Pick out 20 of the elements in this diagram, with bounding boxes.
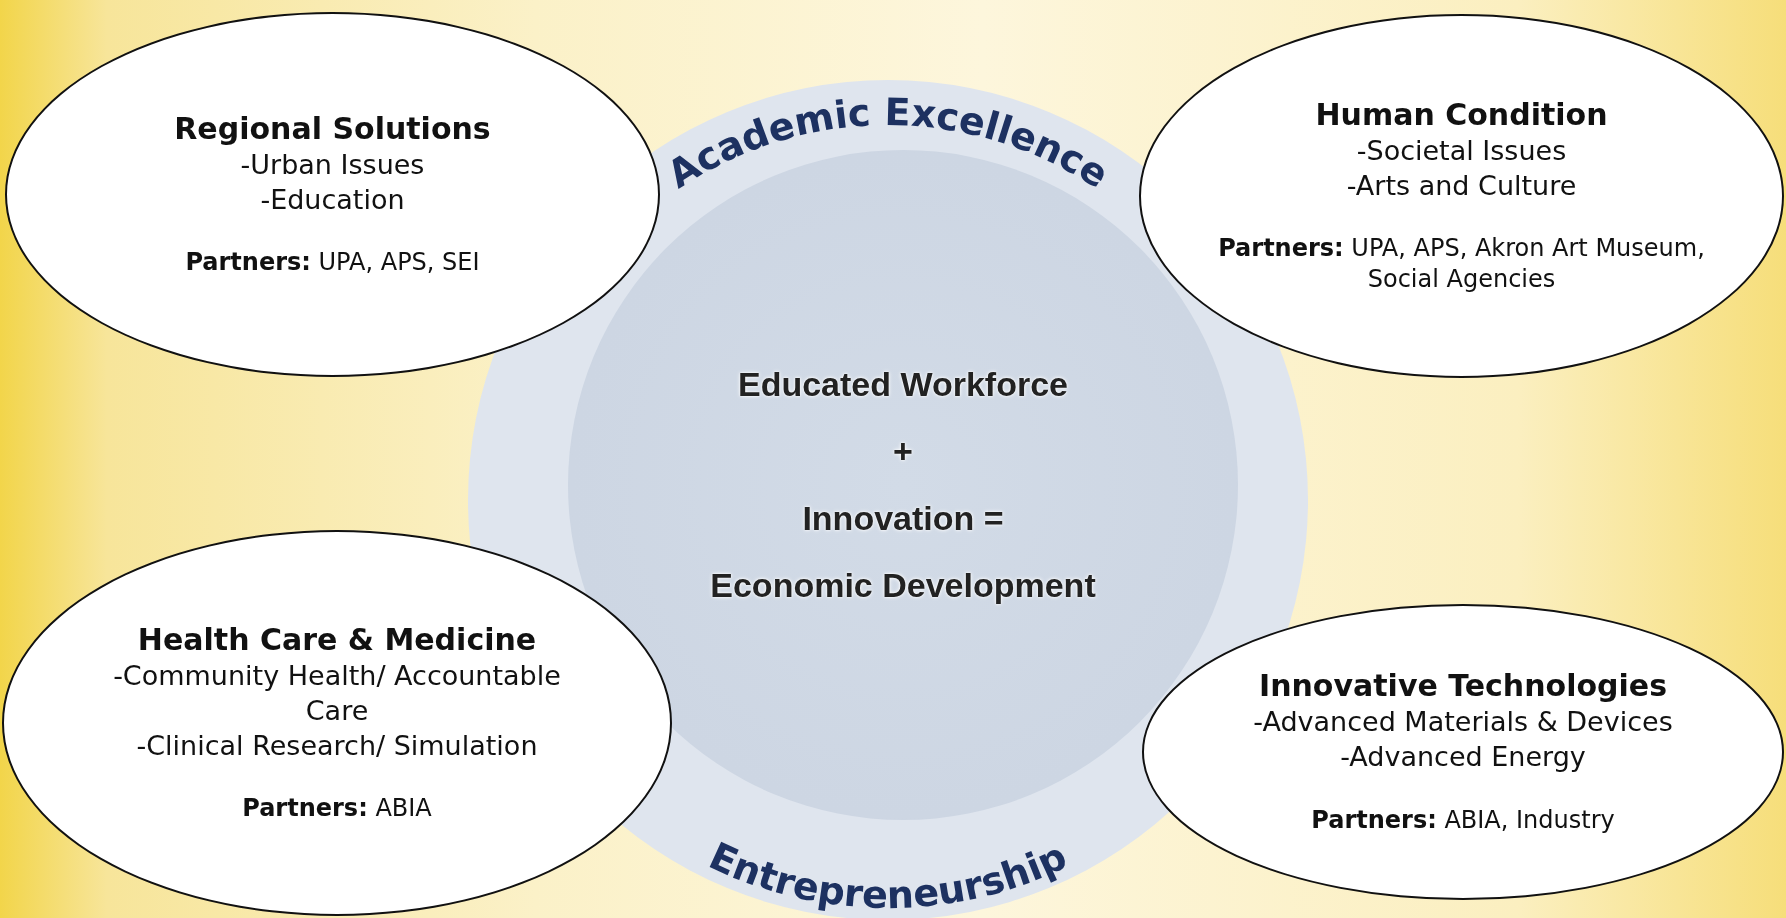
topic-item: -Urban Issues — [240, 147, 425, 182]
center-text: Economic Development — [710, 566, 1096, 605]
partners-text: Partners: ABIA — [242, 793, 432, 825]
topic-item: -Advanced Materials & Devices — [1253, 705, 1673, 740]
topic-heading: Innovative Technologies — [1258, 668, 1667, 705]
center-text: Innovation = — [802, 499, 1004, 538]
partners-text: Partners: UPA, APS, Akron Art Museum, Social Agencies — [1217, 232, 1706, 296]
topic-heading: Regional Solutions — [174, 110, 491, 147]
partners-text: Partners: UPA, APS, SEI — [185, 247, 480, 278]
topic-item: -Education — [260, 182, 405, 217]
partners-text: Partners: ABIA, Industry — [1311, 804, 1615, 836]
center-text: + — [893, 432, 913, 471]
topic-item: -Societal Issues — [1356, 133, 1567, 168]
topic-heading: Human Condition — [1315, 96, 1608, 133]
topic-item: -Advanced Energy — [1340, 740, 1586, 775]
topic-item: -Arts and Culture — [1346, 168, 1577, 203]
topic-heading: Health Care & Medicine — [137, 621, 537, 658]
center-text: Educated Workforce — [738, 365, 1068, 404]
topic-item: -Community Health/ Accountable Care — [112, 658, 562, 728]
topic-item: -Clinical Research/ Simulation — [136, 728, 538, 763]
